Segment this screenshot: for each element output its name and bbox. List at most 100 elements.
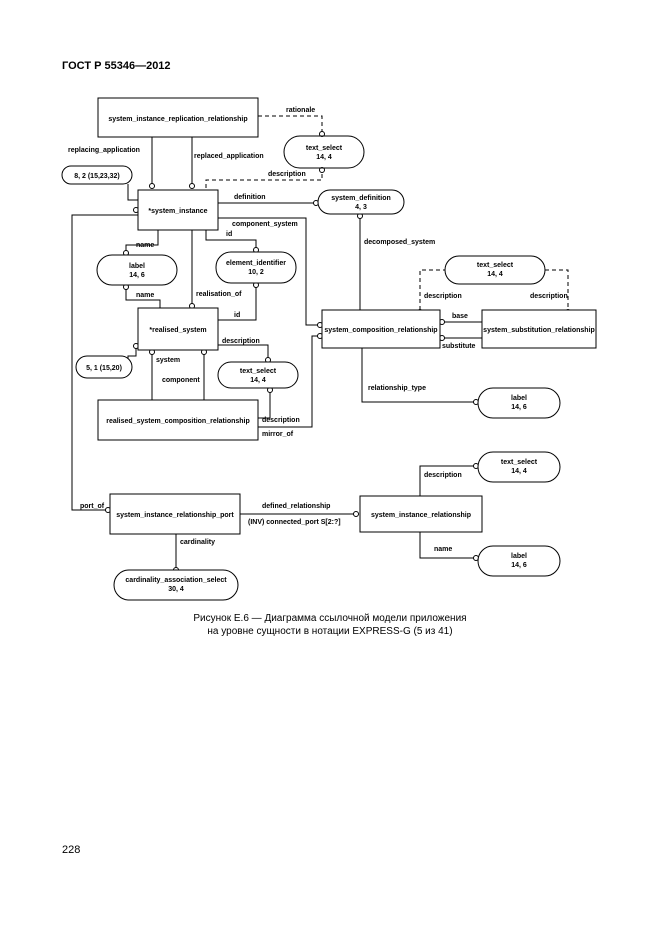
svg-text:system_instance_replication_re: system_instance_replication_relationship [108,116,247,123]
label-connected-port: (INV) connected_port S[2:?] [248,519,341,526]
label-substitute: substitute [442,343,476,350]
label-id-2: id [234,312,240,319]
svg-text:text_select: text_select [240,368,277,375]
endpoint-dot [189,183,195,189]
svg-text:14, 6: 14, 6 [129,272,145,279]
svg-text:*system_instance: *system_instance [148,208,207,215]
rel-id2-line [218,283,257,321]
svg-text:element_identifier: element_identifier [226,260,286,267]
label-description-6: description [424,472,462,479]
svg-text:5, 1 (15,20): 5, 1 (15,20) [86,365,122,372]
rel-port-of-line [71,214,138,511]
pill-text-select-3: text_select 14, 4 [444,255,546,285]
entity-system-instance: *system_instance [137,189,219,231]
label-decomposed-system: decomposed_system [364,239,435,246]
label-id-1: id [226,231,232,238]
svg-text:system_substitution_relationsh: system_substitution_relationship [483,327,595,334]
label-component-system: component_system [232,221,298,228]
svg-text:realised_system_composition_re: realised_system_composition_relationship [106,418,250,425]
ref-pill-8-2: 8, 2 (15,23,32) [61,165,133,185]
svg-text:*realised_system: *realised_system [149,327,206,334]
entity-realised-system-composition-relationship: realised_system_composition_relationship [97,399,259,441]
label-replaced-application: replaced_application [194,153,264,160]
label-defined-relationship: defined_relationship [262,503,330,510]
rel-name2-line [125,285,161,308]
svg-text:30, 4: 30, 4 [168,586,184,593]
label-replacing-application: replacing_application [68,147,140,154]
rel-ref1-line [127,184,139,210]
label-mirror-of: mirror_of [262,431,294,438]
entity-realised-system: *realised_system [137,307,219,351]
label-description-4: description [424,293,462,300]
label-port-of: port_of [80,503,105,510]
pill-system-definition: system_definition 4, 3 [317,189,405,215]
rel-description1-line [205,168,323,188]
svg-text:4, 3: 4, 3 [355,204,367,211]
ref-pill-5-1: 5, 1 (15,20) [75,355,133,379]
svg-text:14, 4: 14, 4 [250,377,266,384]
svg-text:text_select: text_select [501,459,538,466]
endpoint-dot [353,511,359,517]
label-cardinality: cardinality [180,539,215,546]
rel-rationale-line [258,115,323,136]
svg-text:14, 4: 14, 4 [487,271,503,278]
label-rationale: rationale [286,107,315,114]
page-number: 228 [62,844,81,856]
svg-text:label: label [129,263,145,270]
entity-system-instance-relationship-port: system_instance_relationship_port [109,493,241,535]
entity-system-instance-relationship: system_instance_relationship [359,495,483,533]
svg-text:label: label [511,553,527,560]
pill-text-select-1: text_select 14, 4 [283,135,365,169]
pill-text-select-4: text_select 14, 4 [477,451,561,483]
label-relationship-type: relationship_type [368,385,426,392]
pill-text-select-2: text_select 14, 4 [217,361,299,389]
pill-label-2: label 14, 6 [477,387,561,419]
rel-component-system-line [218,217,322,326]
label-base: base [452,313,468,320]
pill-label-1: label 14, 6 [96,254,178,286]
label-component: component [162,377,200,384]
svg-text:10, 2: 10, 2 [248,269,264,276]
rel-description3-line [258,388,271,419]
svg-text:system_instance_relationship: system_instance_relationship [371,512,471,519]
rel-id1-line [205,230,257,252]
svg-text:system_instance_relationship_p: system_instance_relationship_port [116,512,234,519]
svg-text:text_select: text_select [477,262,514,269]
label-description-3: description [262,417,300,424]
label-description-5: description [530,293,568,300]
pill-cardinality-association-select: cardinality_association_select 30, 4 [113,569,239,601]
svg-text:system_composition_relationshi: system_composition_relationship [324,327,437,334]
pill-label-3: label 14, 6 [477,545,561,577]
pill-element-identifier: element_identifier 10, 2 [215,251,297,284]
document-header: ГОСТ Р 55346—2012 [62,60,171,72]
rel-description5-line [545,269,569,310]
svg-text:label: label [511,395,527,402]
entity-system-instance-replication-relationship: system_instance_replication_relationship [97,97,259,138]
figure-caption-line-2: на уровне сущности в нотации EXPRESS-G (… [207,626,453,637]
svg-text:8, 2 (15,23,32): 8, 2 (15,23,32) [74,173,120,180]
label-realisation-of: realisation_of [196,291,242,298]
figure-caption-line-1: Рисунок Е.6 — Диаграмма ссылочной модели… [193,613,467,624]
label-system: system [156,357,180,364]
svg-text:14, 6: 14, 6 [511,404,527,411]
rel-description2-line [218,344,269,362]
entity-system-substitution-relationship: system_substitution_relationship [481,309,597,349]
svg-text:14, 6: 14, 6 [511,562,527,569]
svg-text:14, 4: 14, 4 [316,154,332,161]
endpoint-dot [149,183,155,189]
label-definition: definition [234,194,266,201]
svg-text:cardinality_association_select: cardinality_association_select [125,577,227,584]
label-description-1: description [268,171,306,178]
label-description-2: description [222,338,260,345]
label-name-1: name [136,242,154,249]
svg-text:text_select: text_select [306,145,343,152]
label-name-2: name [136,292,154,299]
svg-text:system_definition: system_definition [331,195,391,202]
rel-relationship-type-line [361,348,478,403]
label-name-3: name [434,546,452,553]
rel-name3-line [419,532,478,559]
entity-system-composition-relationship: system_composition_relationship [321,309,441,349]
rel-description4-line [419,269,445,310]
svg-text:14, 4: 14, 4 [511,468,527,475]
